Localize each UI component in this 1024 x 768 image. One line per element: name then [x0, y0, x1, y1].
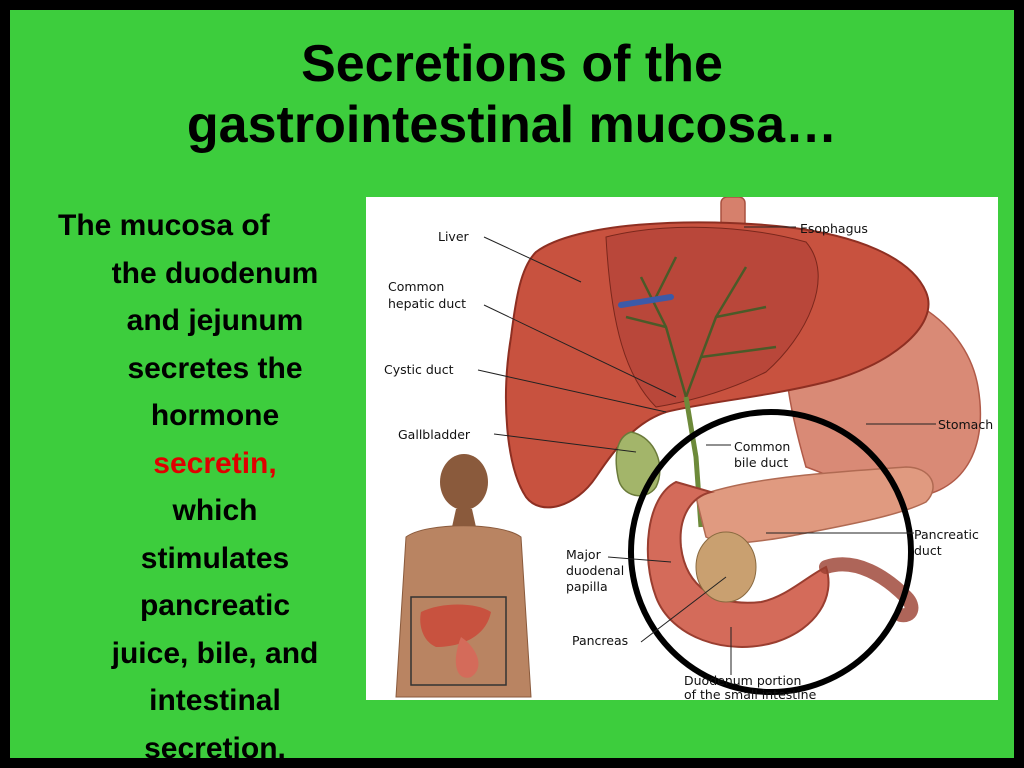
title-line-2: gastrointestinal mucosa…: [186, 96, 838, 154]
body-text: The mucosa of the duodenum and jejunum s…: [50, 202, 380, 758]
label-pancreatic-duct-1: Pancreatic: [914, 527, 979, 542]
portal-vein-shape: [618, 294, 674, 308]
body-line: hormone: [150, 399, 280, 432]
title-line-1: Secretions of the: [301, 35, 723, 93]
label-pancreatic-duct-2: duct: [914, 543, 942, 558]
label-major-papilla-2: duodenal: [566, 563, 625, 578]
anatomy-illustration: [395, 197, 982, 698]
label-esophagus: Esophagus: [800, 221, 868, 236]
pancreas-head-shape: [695, 531, 757, 603]
slide-panel: Secretions of the gastrointestinal mucos…: [10, 10, 1014, 758]
body-line: stimulates: [140, 541, 290, 575]
body-line: the duodenum: [111, 256, 319, 290]
label-major-papilla-3: papilla: [566, 579, 608, 594]
label-common-bile-duct-2: bile duct: [734, 455, 789, 470]
label-pancreas: Pancreas: [572, 633, 629, 648]
duodenum-shape: [646, 480, 830, 648]
label-common-hepatic-duct-1: Common: [388, 279, 445, 294]
label-duodenum-1: Duodenum portion: [684, 673, 802, 688]
label-common-hepatic-duct-2: hepatic duct: [388, 296, 467, 311]
anatomy-figure: Liver Esophagus Common hepatic duct Cyst…: [366, 197, 998, 700]
body-line: which: [172, 494, 258, 527]
human-figure: [395, 454, 532, 698]
body-line: secretion.: [144, 731, 286, 759]
label-stomach: Stomach: [938, 417, 994, 432]
gallbladder-shape: [615, 431, 661, 497]
label-major-papilla-1: Major: [566, 547, 601, 562]
liver-cut-section: [605, 226, 819, 408]
label-duodenum-2: of the small intestine: [684, 689, 817, 700]
slide-title: Secretions of the gastrointestinal mucos…: [10, 34, 1014, 156]
body-line: The mucosa of: [58, 209, 270, 242]
body-line-highlight: secretin,: [153, 446, 277, 480]
body-line: pancreatic: [139, 589, 291, 622]
body-line: intestinal: [149, 684, 281, 717]
leader-lines: [477, 226, 936, 675]
highlight-circle: [628, 409, 914, 695]
bile-duct-branches: [625, 256, 777, 398]
body-line: juice, bile, and: [111, 636, 319, 670]
label-liver: Liver: [438, 229, 469, 244]
label-cystic-duct: Cystic duct: [384, 362, 454, 377]
body-line: secretes the: [127, 351, 303, 385]
label-gallbladder: Gallbladder: [398, 427, 471, 442]
body-line: and jejunum: [126, 304, 304, 337]
pancreas-shape: [695, 466, 934, 544]
label-common-bile-duct-1: Common: [734, 439, 791, 454]
